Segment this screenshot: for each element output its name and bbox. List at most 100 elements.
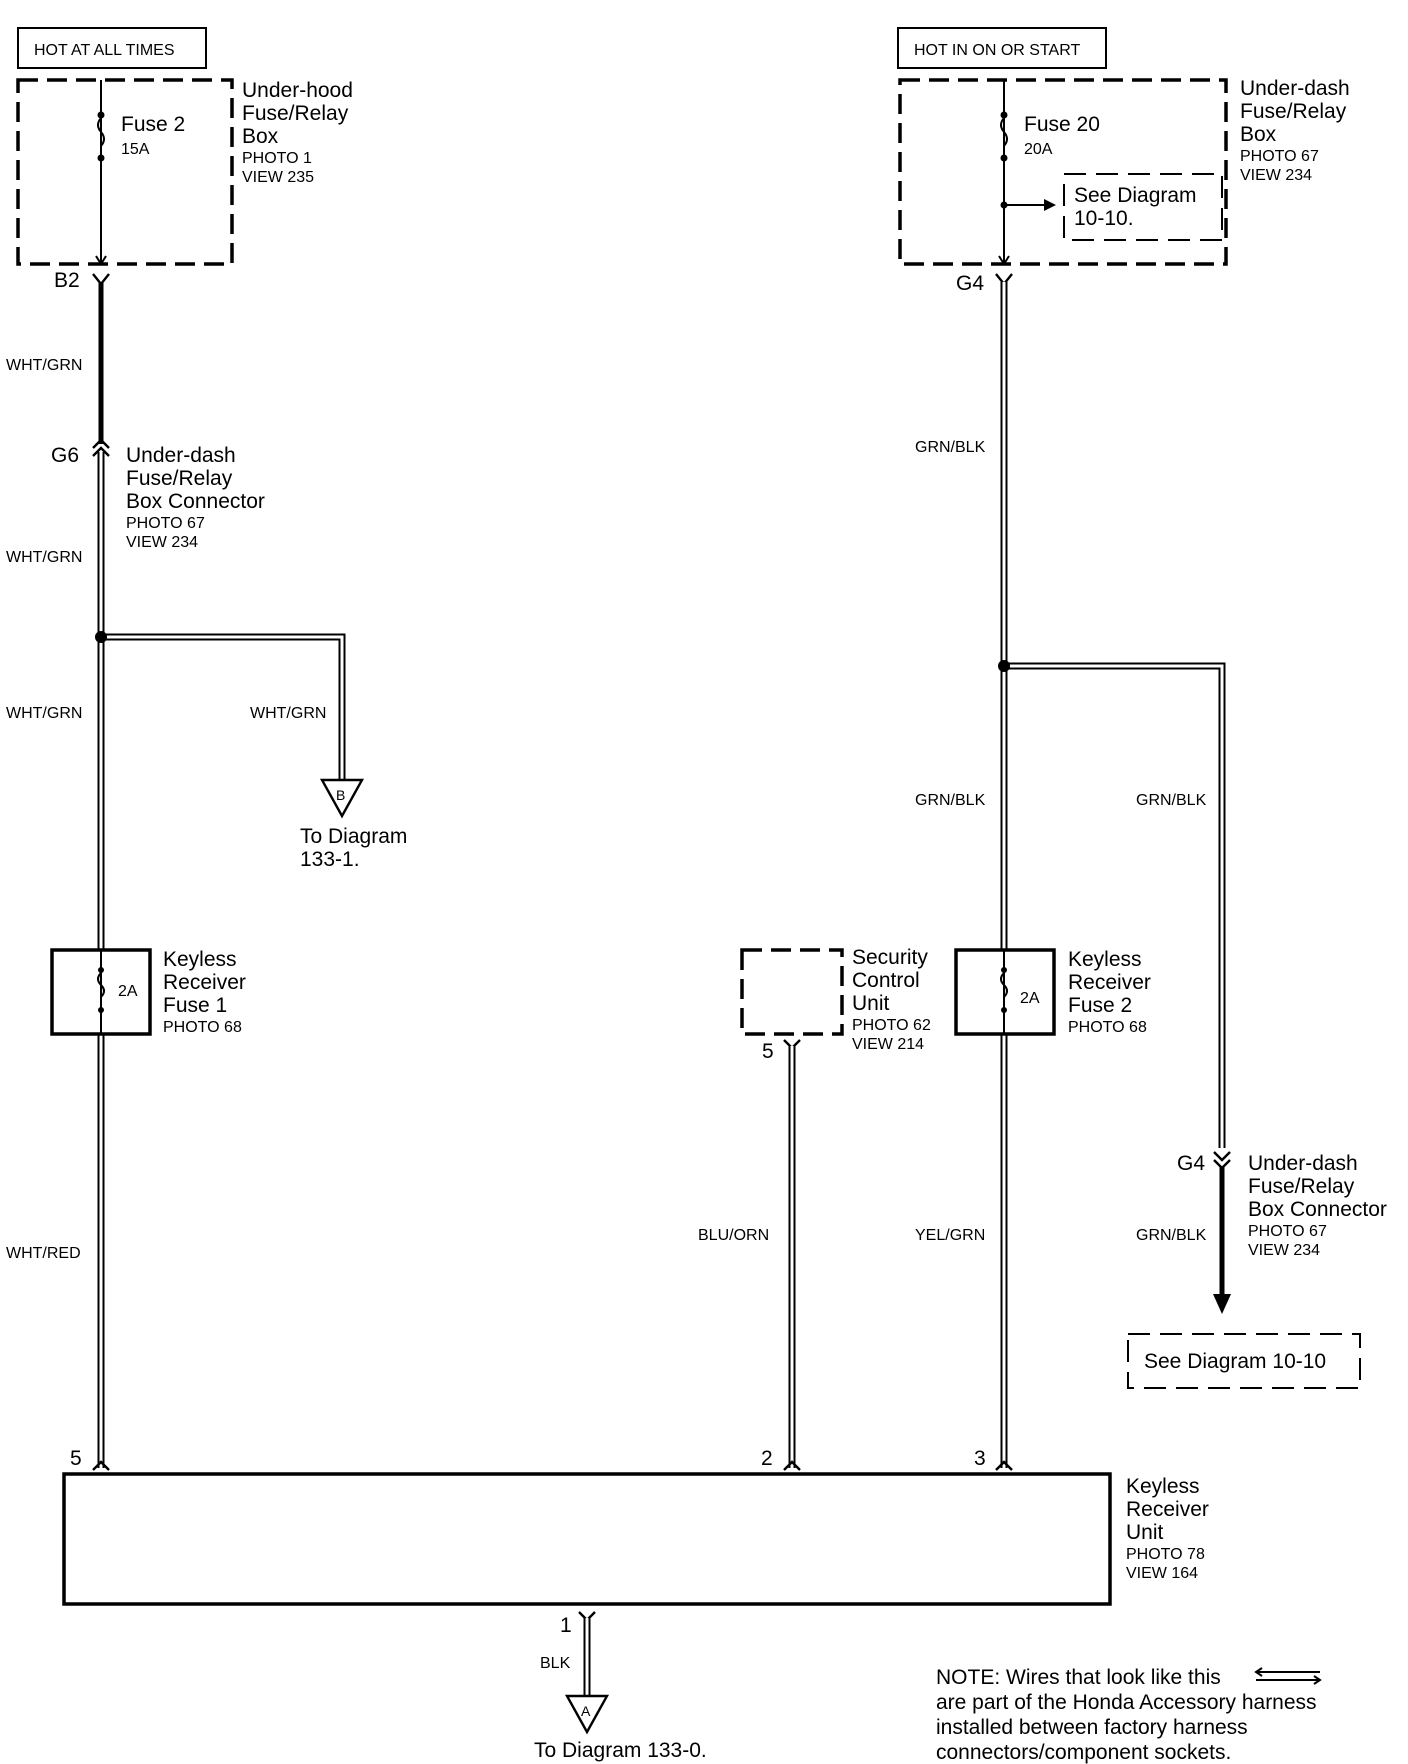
g6-connector-labels: G6 Under-dash Fuse/Relay Box Connector P… [51,444,265,551]
ref-b-letter: B [336,787,345,803]
underhood-title-3: Box [242,125,279,148]
splice-point-left [95,631,107,643]
fuse-2-title-2: Receiver [1068,971,1151,994]
see-diagram-text-2: 10-10. [1074,207,1134,230]
left-wire-chain [92,282,346,1471]
fuse-2-photo: PHOTO 68 [1068,1019,1147,1036]
underhood-title-2: Fuse/Relay [242,102,349,125]
g4-title-1: Under-dash [1248,1152,1358,1175]
connector-g6-icon [92,438,110,457]
fuse-2-rating: 15A [121,141,150,158]
hot-in-on-or-start-label: HOT IN ON OR START [897,27,1107,69]
splice-point-right [998,660,1010,672]
underdash-view: VIEW 234 [1240,167,1312,184]
security-photo: PHOTO 62 [852,1017,931,1034]
keyless-receiver-fuse-2: 2A Keyless Receiver Fuse 2 PHOTO 68 [954,948,1151,1036]
connector-pin2-icon [783,1460,801,1471]
fuse-symbol-icon [97,967,105,1013]
ref-b-text-1: To Diagram [300,825,407,848]
fuse-1-title-3: Fuse 1 [163,994,227,1017]
ref-a-letter: A [581,1703,591,1719]
receiver-view: VIEW 164 [1126,1565,1198,1582]
fuse-2-title-1: Keyless [1068,948,1142,971]
receiver-photo: PHOTO 78 [1126,1546,1205,1563]
harness-note: NOTE: Wires that look like this are part… [936,1666,1322,1764]
security-title-2: Control [852,969,920,992]
arrow-down-icon [1213,1294,1231,1314]
receiver-title-3: Unit [1126,1521,1164,1544]
wire-label-blk: BLK [540,1655,571,1672]
ground-wire: 1 BLK [540,1611,596,1696]
g4-view: VIEW 234 [1248,1242,1320,1259]
connector-pin3-icon [995,1460,1013,1471]
underdash-title-1: Under-dash [1240,77,1350,100]
underhood-photo: PHOTO 1 [242,150,312,167]
fuse-symbol-icon [1000,111,1008,209]
pin-g6: G6 [51,444,79,467]
security-title-3: Unit [852,992,890,1015]
g6-photo: PHOTO 67 [126,515,205,532]
security-pin-5: 5 [762,1040,774,1063]
hot-in-on-or-start-text: HOT IN ON OR START [914,42,1080,59]
fuse-symbol-icon [97,111,105,162]
pin-b2: B2 [54,269,80,292]
g4-connector-labels: G4 Under-dash Fuse/Relay Box Connector P… [1177,1152,1387,1259]
g6-title-3: Box Connector [126,490,265,513]
pin-g4-top: G4 [956,272,984,295]
wire-label-wht-grn-1: WHT/GRN [6,357,82,374]
underhood-title-1: Under-hood [242,79,353,102]
ref-b-triangle: B To Diagram 133-1. [300,778,407,871]
arrow-right-icon [1044,199,1056,211]
receiver-title-1: Keyless [1126,1475,1200,1498]
ref-b-text-2: 133-1. [300,848,360,871]
right-wire-chain [995,282,1231,1471]
see-diagram-10-10-box: See Diagram 10-10 [1127,1333,1361,1389]
keyless-receiver-fuse-1: 2A Keyless Receiver Fuse 1 PHOTO 68 [50,948,246,1036]
ref-a-text: To Diagram 133-0. [534,1739,707,1762]
wire-label-grn-blk-2: GRN/BLK [915,792,986,809]
fuse-20-name: Fuse 20 [1024,113,1100,136]
wire-label-wht-grn-3: WHT/GRN [6,705,82,722]
fuse-2-rating: 2A [1020,990,1040,1007]
fuse-20-rating: 20A [1024,141,1053,158]
see-diagram-bottom-text: See Diagram 10-10 [1144,1350,1326,1373]
security-control-unit: 5 Security Control Unit PHOTO 62 VIEW 21… [740,946,931,1471]
underhood-view: VIEW 235 [242,169,314,186]
receiver-pin-3: 3 [974,1447,986,1470]
wire-label-grn-blk-1: GRN/BLK [915,439,986,456]
g4-title-3: Box Connector [1248,1198,1387,1221]
receiver-pin-5: 5 [70,1447,82,1470]
wire-label-blu-orn: BLU/ORN [698,1227,769,1244]
wire-label-grn-blk-3: GRN/BLK [1136,792,1207,809]
wire-label-wht-grn-2: WHT/GRN [6,549,82,566]
g4-photo: PHOTO 67 [1248,1223,1327,1240]
note-line-3: installed between factory harness [936,1716,1248,1739]
note-line-1: NOTE: Wires that look like this [936,1666,1221,1689]
fuse-symbol-icon [1000,967,1008,1013]
ref-a-triangle: A To Diagram 133-0. [534,1694,707,1762]
fuse-1-title-2: Receiver [163,971,246,994]
wire-label-grn-blk-4: GRN/BLK [1136,1227,1207,1244]
g6-title-1: Under-dash [126,444,236,467]
fuse-1-rating: 2A [118,983,138,1000]
underdash-title-2: Fuse/Relay [1240,100,1347,123]
hot-at-all-times-text: HOT AT ALL TIMES [34,42,175,59]
underdash-fuse-relay-box: See Diagram 10-10. Fuse 20 20A Under-das… [898,77,1350,295]
underhood-fuse-relay-box: Fuse 2 15A Under-hood Fuse/Relay Box PHO… [16,78,353,292]
g6-view: VIEW 234 [126,534,198,551]
receiver-pin-1: 1 [560,1614,572,1637]
hot-at-all-times-label: HOT AT ALL TIMES [17,27,207,69]
keyless-receiver-unit: 5 2 3 Keyless Receiver Unit PHOTO 78 VIE… [62,1447,1209,1606]
fuse-1-photo: PHOTO 68 [163,1019,242,1036]
fuse-2-name: Fuse 2 [121,113,185,136]
see-diagram-text-1: See Diagram [1074,184,1197,207]
fuse-2-title-3: Fuse 2 [1068,994,1132,1017]
receiver-title-2: Receiver [1126,1498,1209,1521]
security-view: VIEW 214 [852,1036,924,1053]
connector-g4-lower-icon [1213,1151,1231,1170]
pin-g4-lower: G4 [1177,1152,1205,1175]
security-title-1: Security [852,946,928,969]
note-line-2: are part of the Honda Accessory harness [936,1691,1317,1714]
connector-pin5-icon [92,1460,110,1471]
underdash-photo: PHOTO 67 [1240,148,1319,165]
